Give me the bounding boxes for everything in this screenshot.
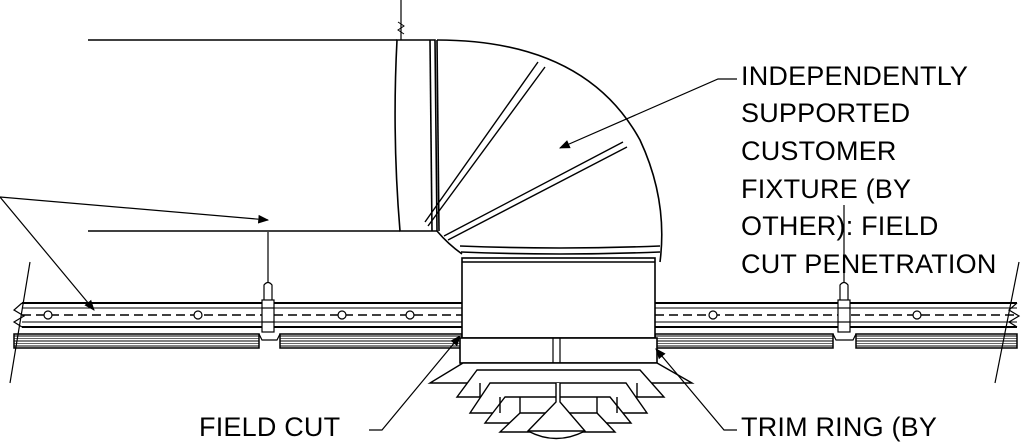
leader-field-cut (369, 335, 461, 431)
callout-fixture-line-2: SUPPORTED (741, 98, 911, 128)
leader-fixture (559, 78, 737, 149)
callout-fixture-line-3: CUSTOMER (741, 136, 897, 166)
rail-holes (43, 310, 922, 320)
ceiling-assembly (9, 205, 1021, 384)
leader-left-to-rail (0, 196, 95, 311)
duct-elbow (88, 0, 663, 364)
ceiling-tile-right (654, 333, 1018, 349)
hanger-wire-right (837, 205, 851, 333)
ceiling-tile-left (13, 333, 463, 349)
leader-left-to-duct (0, 196, 270, 224)
callout-fixture-line-5: OTHER): FIELD (741, 211, 939, 241)
callout-field-cut: FIELD CUT (199, 412, 341, 442)
callout-fixture-line-1: INDEPENDENTLY (741, 61, 969, 91)
elbow-gore-seams (424, 61, 628, 241)
grid-rail-left (22, 302, 462, 328)
leader-trim-ring (655, 348, 737, 431)
break-line-left (9, 261, 31, 384)
callout-trim-ring: TRIM RING (BY (741, 412, 938, 442)
diffuser-cones (427, 362, 695, 440)
callout-fixture-line-6: CUT PENETRATION (741, 249, 997, 279)
leader-lines (0, 78, 737, 431)
hanger-wire-left (261, 232, 275, 333)
callout-fixture-line-4: FIXTURE (BY (741, 174, 912, 204)
